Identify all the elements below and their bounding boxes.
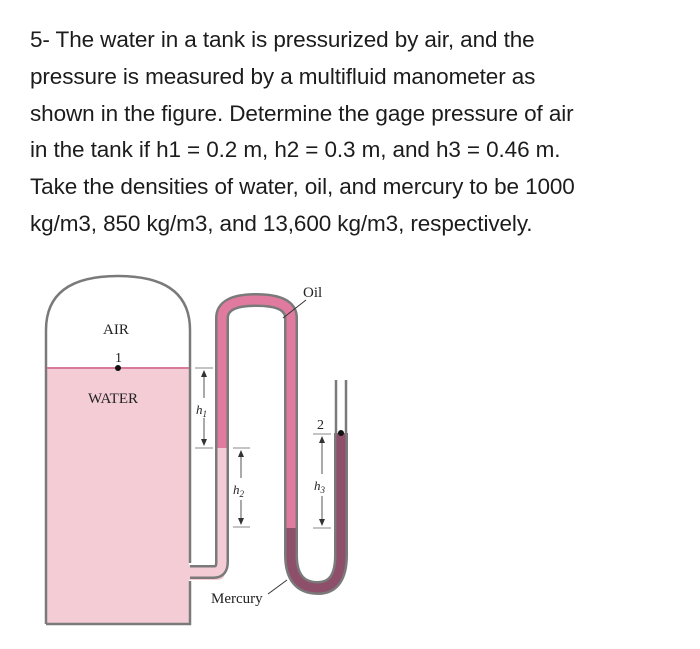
problem-line-4: in the tank if h1 = 0.2 m, h2 = 0.3 m, a…: [30, 137, 561, 163]
h1-label: h1: [196, 402, 207, 419]
h2-arrowhead-down: [238, 518, 244, 525]
problem-statement: 5- The water in a tank is pressurized by…: [30, 22, 680, 243]
point-1-marker: [115, 365, 121, 371]
problem-line-2: pressure is measured by a multifluid man…: [30, 63, 536, 89]
tank-water: [47, 368, 189, 623]
problem-line-6: kg/m3, 850 kg/m3, and 13,600 kg/m3, resp…: [30, 210, 533, 236]
mercury-tube-wall: [284, 433, 348, 596]
tank-wall: [44, 274, 192, 624]
water-tube-wall: [190, 448, 229, 579]
problem-line-1: 5- The water in a tank is pressurized by…: [30, 27, 535, 52]
point-1-label: 1: [115, 351, 122, 366]
water-column: [190, 448, 227, 577]
point-2-marker: [338, 430, 344, 436]
problem-line-3: shown in the figure. Determine the gage …: [30, 100, 574, 126]
oil-label: Oil: [303, 285, 322, 301]
mercury-column: [286, 433, 346, 593]
h2-label: h2: [233, 482, 245, 499]
oil-leader-line: [282, 299, 307, 319]
point-2-label: 2: [317, 418, 324, 433]
water-label: WATER: [88, 391, 138, 407]
problem-line-5: Take the densities of water, oil, and me…: [30, 174, 575, 200]
h1-arrowhead-up: [201, 370, 207, 377]
h3-arrowhead-up: [319, 436, 325, 443]
h1-arrowhead-down: [201, 439, 207, 446]
air-label: AIR: [103, 322, 129, 338]
oil-column: [217, 295, 296, 528]
mercury-leader-line: [267, 579, 288, 595]
h3-label: h3: [314, 478, 326, 495]
mercury-label: Mercury: [211, 591, 263, 607]
h2-arrowhead-up: [238, 450, 244, 457]
tank-bottom: [46, 581, 192, 626]
h3-arrowhead-down: [319, 519, 325, 526]
